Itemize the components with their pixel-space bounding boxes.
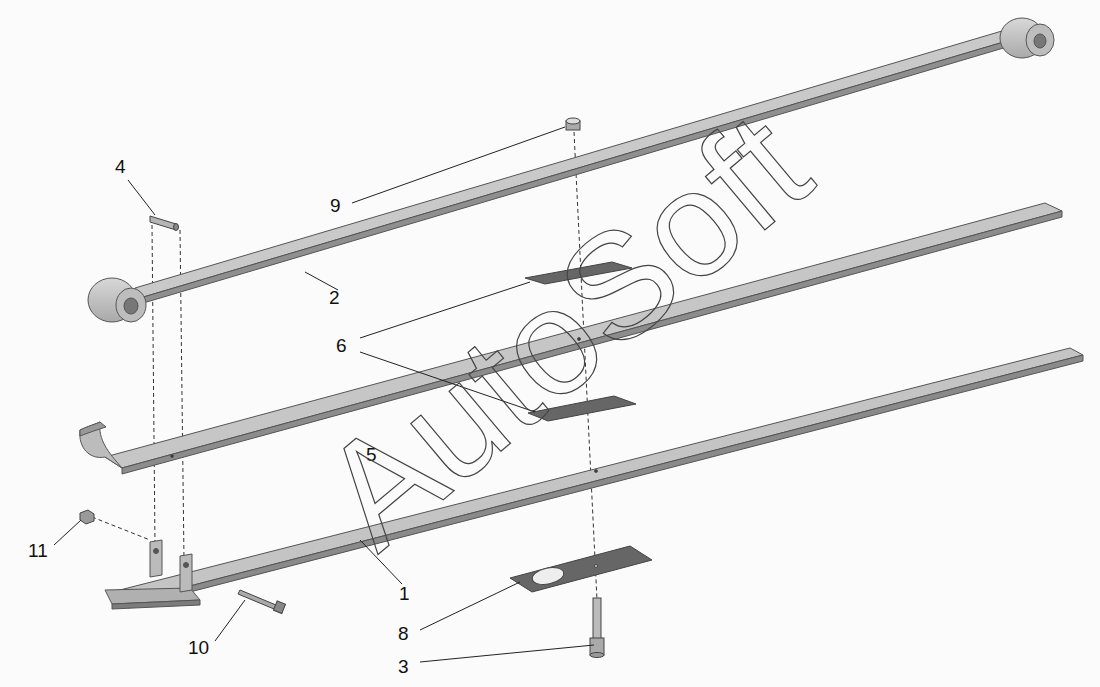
callout-number: 1: [399, 584, 410, 603]
callout-number: 4: [115, 157, 126, 176]
callout-number: 8: [398, 624, 409, 643]
callout-number: 11: [28, 541, 48, 560]
callout-number: 3: [398, 657, 409, 676]
callout-number: 2: [329, 288, 340, 307]
callout-number: 6: [336, 336, 347, 355]
callout-number: 9: [330, 196, 341, 215]
callout-number: 10: [188, 638, 209, 657]
